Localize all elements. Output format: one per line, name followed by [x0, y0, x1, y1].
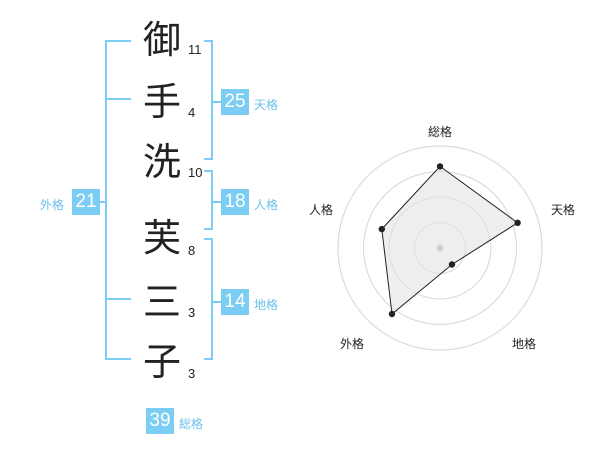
name-character-6: 子 — [142, 340, 181, 384]
jinkaku-bracket-vertical — [211, 170, 213, 230]
radar-point-5 — [378, 225, 385, 233]
jinkaku-label: 人格 — [254, 198, 279, 212]
stroke-count-4: 8 — [188, 243, 196, 258]
radar-center — [436, 244, 444, 252]
gaikaku-bracket-tick — [105, 298, 131, 300]
name-character-5: 三 — [142, 280, 181, 324]
chikaku-bracket-vertical — [211, 238, 213, 360]
radar-axis-label-jinkaku: 人格 — [308, 203, 333, 217]
gaikaku-bracket-tick — [105, 98, 131, 100]
stroke-count-5: 3 — [188, 305, 196, 320]
chikaku-score: 14 — [221, 289, 249, 315]
gaikaku-bracket-vertical — [105, 40, 107, 360]
chikaku-label: 地格 — [254, 298, 279, 312]
tenkaku-label: 天格 — [254, 98, 279, 112]
stroke-count-3: 10 — [188, 165, 203, 180]
name-character-1: 御 — [142, 18, 181, 62]
soukaku-label: 総格 — [179, 417, 204, 431]
tenkaku-connector — [212, 101, 222, 103]
soukaku-score: 39 — [146, 408, 174, 434]
jinkaku-bracket-tick — [204, 228, 213, 230]
radar-ring — [363, 171, 517, 325]
name-character-4: 芙 — [142, 216, 181, 260]
tenkaku-bracket-tick — [204, 158, 213, 160]
jinkaku-score: 18 — [221, 189, 249, 215]
stroke-count-6: 3 — [188, 366, 196, 381]
radar-axis-label-soukaku: 総格 — [427, 125, 452, 139]
radar-axis-label-tenkaku: 天格 — [550, 203, 575, 217]
tenkaku-bracket-tick — [204, 40, 213, 42]
jinkaku-connector — [212, 201, 222, 203]
tenkaku-score: 25 — [221, 89, 249, 115]
gaikaku-connector — [98, 201, 106, 203]
chikaku-connector — [212, 301, 222, 303]
gaikaku-label: 外格 — [40, 198, 65, 212]
radar-axis-label-chikaku: 地格 — [511, 337, 536, 351]
radar-ring — [337, 145, 543, 351]
radar-point-4 — [388, 310, 396, 318]
radar-point-2 — [514, 219, 521, 226]
chikaku-bracket-tick — [204, 358, 213, 360]
radar-point-1 — [436, 163, 444, 170]
radar-axis-label-gaikaku: 外格 — [339, 337, 364, 351]
gaikaku-bracket-tick — [105, 40, 131, 42]
radar-ring — [388, 196, 492, 300]
name-character-3: 洗 — [142, 140, 181, 184]
stroke-count-2: 4 — [188, 105, 196, 120]
tenkaku-bracket-vertical — [211, 40, 213, 160]
name-character-2: 手 — [142, 80, 181, 124]
stroke-count-1: 11 — [188, 42, 202, 57]
jinkaku-bracket-tick — [204, 170, 213, 172]
gaikaku-score: 21 — [72, 189, 100, 215]
chikaku-bracket-tick — [204, 238, 213, 240]
gaikaku-bracket-tick — [105, 358, 131, 360]
radar-ring — [414, 222, 466, 274]
radar-area — [381, 165, 519, 315]
radar-point-3 — [448, 261, 456, 268]
